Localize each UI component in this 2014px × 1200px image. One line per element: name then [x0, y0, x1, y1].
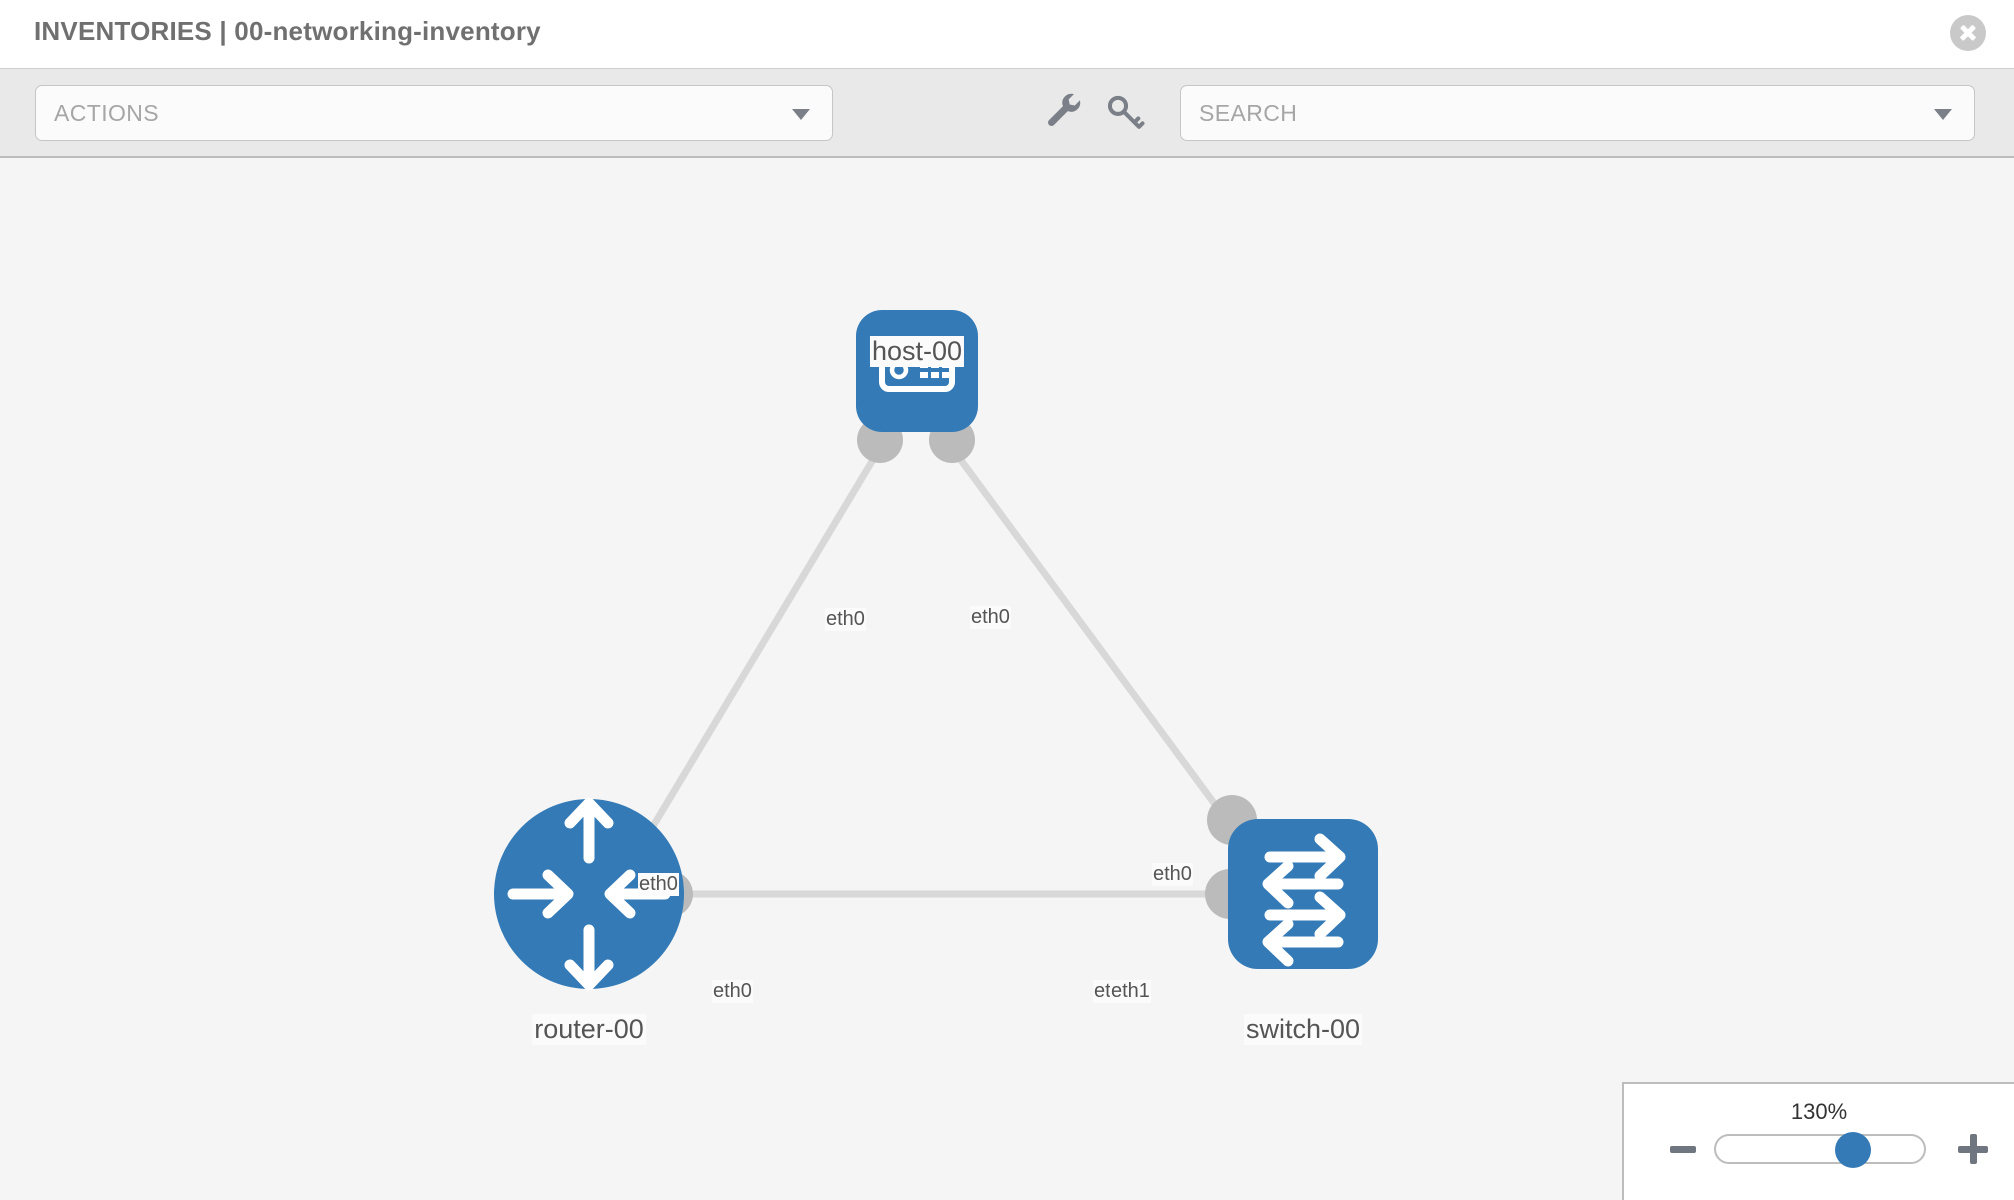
zoom-level-label: 130%: [1790, 1099, 1848, 1124]
zoom-slider-thumb[interactable]: [1835, 1132, 1872, 1168]
link-host00-switch00: [949, 445, 1228, 821]
node-switch-00: [1228, 819, 1378, 969]
node-label-host-00[interactable]: host-00: [869, 336, 965, 367]
page-title: INVENTORIES | 00-networking-inventory: [34, 16, 541, 46]
search-input[interactable]: SEARCH: [1180, 85, 1975, 141]
zoom-out-button[interactable]: [1670, 1146, 1696, 1153]
edge-label-switch00-eth0-uplink: eth0: [1152, 863, 1193, 886]
edge-label-host00-eth0-right: eth0: [970, 606, 1011, 629]
toolbar: ACTIONS SEARCH: [0, 68, 2014, 158]
wrench-icon[interactable]: [1044, 91, 1086, 133]
zoom-slider[interactable]: [1714, 1132, 1926, 1168]
search-input-placeholder: SEARCH: [1199, 100, 1298, 126]
page-header: INVENTORIES | 00-networking-inventory: [0, 0, 2014, 68]
chevron-down-icon[interactable]: [1934, 109, 1952, 120]
edge-label-router00-eth0-uplink: eth0: [638, 873, 679, 896]
topology-connectors: [647, 417, 1257, 919]
chevron-down-icon: [792, 109, 810, 120]
topology-links: [636, 445, 1235, 898]
link-host00-router00: [636, 446, 884, 850]
edge-label-host00-eth0-left: eth0: [825, 608, 866, 631]
actions-dropdown-label: ACTIONS: [54, 100, 160, 126]
edge-label-router00-eth0: eth0: [712, 980, 753, 1003]
key-icon[interactable]: [1104, 91, 1146, 133]
node-router-00: [494, 797, 684, 991]
edge-label-switch00-eth1: eth1: [1110, 980, 1151, 1003]
topology-graph: [494, 310, 1378, 991]
close-icon[interactable]: [1950, 15, 1986, 51]
actions-dropdown[interactable]: ACTIONS: [35, 85, 833, 141]
switch-arrows-icon: [1262, 833, 1346, 967]
node-label-router-00[interactable]: router-00: [532, 1014, 646, 1045]
topology-canvas[interactable]: eth0 eth0 eth0 eth0 eth0 eth0 eth1 host-…: [0, 158, 2014, 1200]
node-label-switch-00[interactable]: switch-00: [1243, 1014, 1363, 1045]
zoom-in-button[interactable]: [1958, 1134, 1988, 1164]
node-host-00: [856, 310, 978, 432]
zoom-control-panel: 130%: [1622, 1082, 2014, 1200]
